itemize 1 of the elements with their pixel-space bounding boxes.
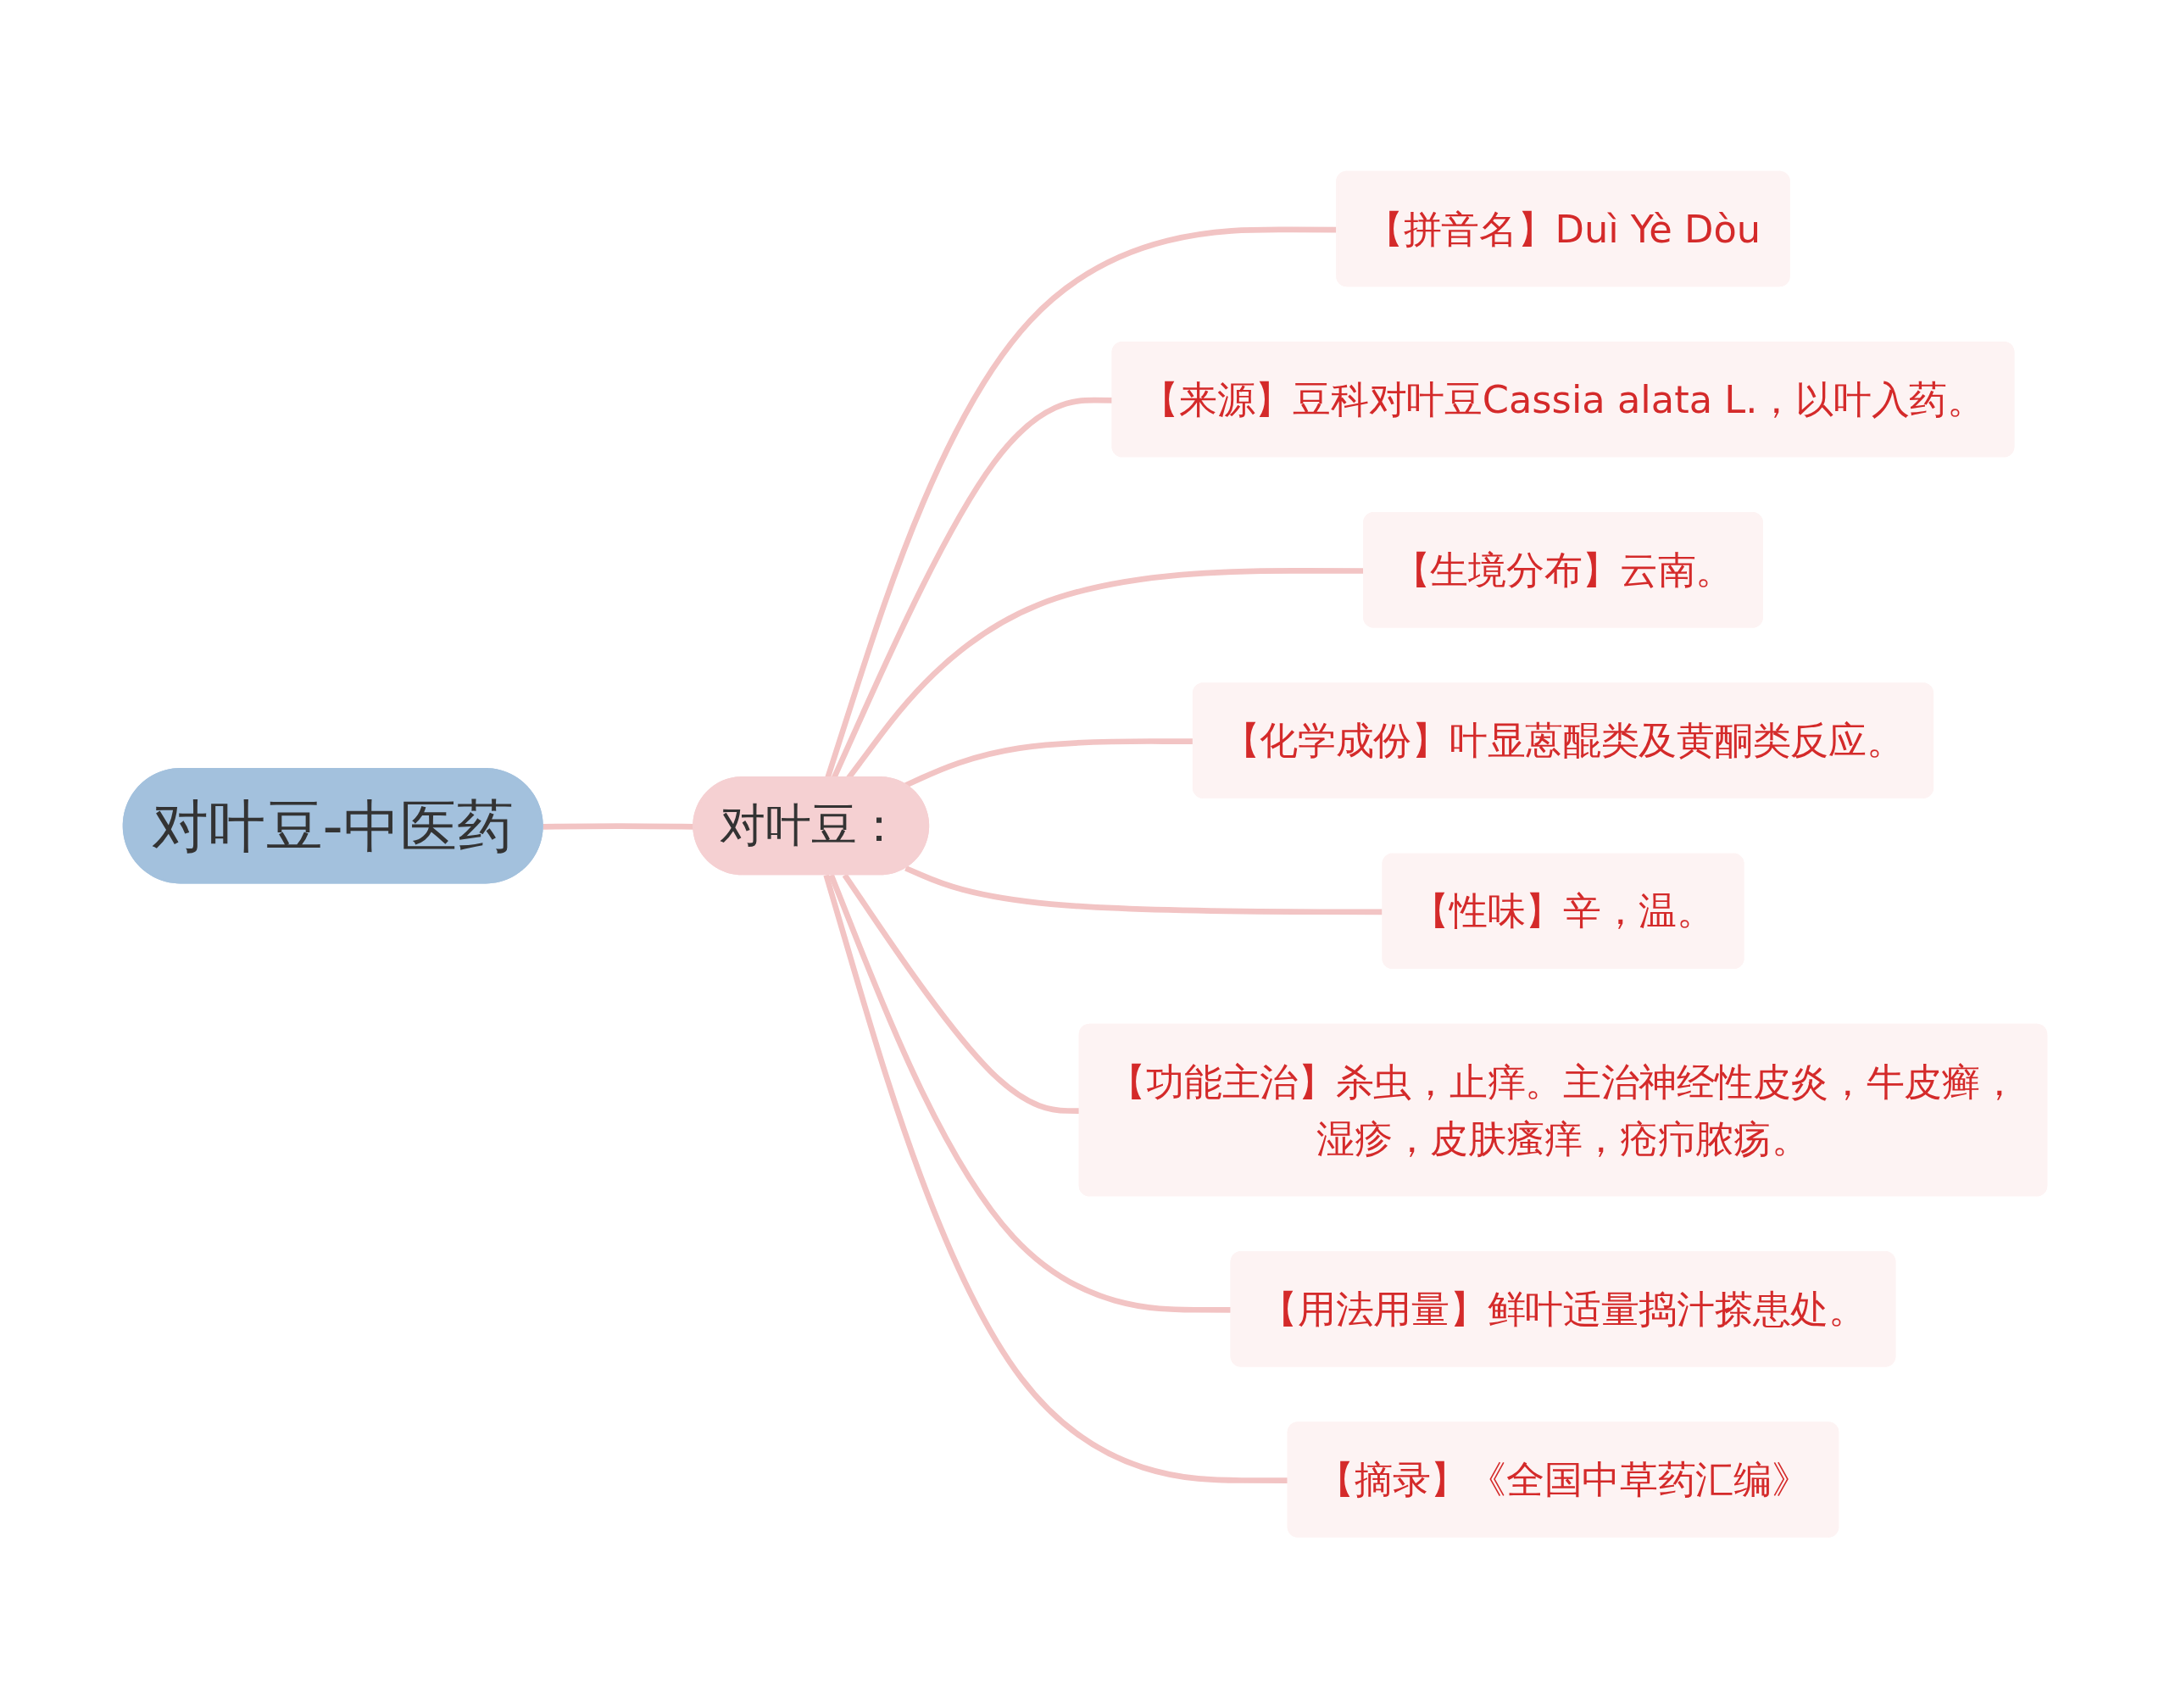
connector — [842, 873, 1082, 1114]
